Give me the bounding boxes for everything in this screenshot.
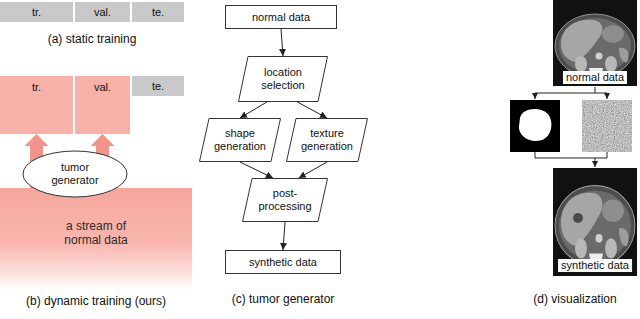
text-wrap: val. (75, 76, 130, 134)
panel-caption: (a) static training (48, 33, 137, 47)
text-wrap: tr. (0, 76, 73, 134)
visualization-wires (535, 87, 607, 167)
node-text: val. (78, 6, 127, 19)
connector (281, 29, 283, 56)
text-wrap: a stream of normal data (0, 188, 192, 290)
split-bar: val. (75, 76, 130, 134)
io-parallelogram: post-processing (242, 178, 328, 222)
connector (240, 102, 267, 118)
data-stream-band: a stream of normal data (0, 188, 192, 290)
text-wrap: texture generation (286, 118, 368, 162)
io-parallelogram: texture generation (286, 118, 368, 162)
node-text: tr. (3, 6, 70, 19)
panel-caption: (b) dynamic training (ours) (26, 295, 166, 309)
arrow-head (25, 134, 49, 146)
node-text: val. (78, 81, 127, 94)
texture-noise (582, 100, 632, 152)
ct-scan-synthetic (553, 168, 637, 276)
parallelogram-shape (239, 57, 328, 102)
image-label: synthetic data (558, 259, 632, 272)
parallelogram-shape (243, 179, 328, 222)
split-segment: te. (132, 76, 184, 96)
split-segment: tr. (0, 2, 73, 22)
text-wrap: synthetic data (226, 251, 340, 273)
text-wrap: post-processing (242, 178, 328, 222)
flow-arrow (297, 102, 327, 118)
arrow-head (91, 134, 115, 146)
node-text: a stream of normal data (56, 220, 136, 248)
parallelogram-shape (200, 119, 281, 162)
node-text: texture generation (300, 127, 354, 152)
flow-arrow (240, 102, 267, 118)
text-wrap: tr. (0, 2, 73, 22)
process-box: synthetic data (225, 250, 341, 274)
connector (240, 162, 273, 178)
flow-arrow (283, 222, 285, 250)
split-segment: val. (75, 2, 130, 22)
text-wrap: shape generation (199, 118, 281, 162)
node-text: shape generation (213, 127, 267, 152)
node-text: location selection (252, 66, 314, 91)
tumor-shape (519, 109, 551, 141)
node-text: te. (135, 6, 181, 19)
shape-mask (510, 100, 560, 152)
node-text: synthetic data (232, 256, 334, 269)
node-text: tr. (3, 81, 70, 94)
text-wrap: location selection (238, 56, 328, 102)
image-label: normal data (563, 71, 627, 84)
text-wrap: val. (75, 2, 130, 22)
connector (297, 102, 327, 118)
flow-arrow (240, 162, 273, 178)
process-box: normal data (225, 5, 337, 29)
text-wrap: te. (132, 2, 184, 22)
text-wrap: normal data (226, 6, 336, 28)
ellipse-shape (23, 151, 127, 197)
ct-scan-normal (553, 0, 637, 86)
io-parallelogram: location selection (238, 56, 328, 102)
flow-arrow (281, 29, 283, 56)
node-text: normal data (232, 11, 330, 24)
node-text: tumor generator (44, 161, 106, 186)
text-wrap: tumor generator (22, 150, 128, 198)
io-parallelogram: shape generation (199, 118, 281, 162)
node-text: te. (135, 80, 181, 93)
connector (299, 162, 327, 178)
split-bar: tr. (0, 76, 73, 134)
panel-caption: (c) tumor generator (232, 293, 335, 307)
text-wrap: te. (132, 76, 184, 96)
panel-caption: (d) visualization (533, 293, 616, 307)
split-segment: te. (132, 2, 184, 22)
generator-ellipse: tumor generator (22, 150, 128, 198)
connector (283, 222, 285, 250)
node-text: post-processing (256, 187, 314, 212)
synthetic-tumor (573, 213, 583, 223)
flow-arrow (299, 162, 327, 178)
parallelogram-shape (287, 119, 368, 162)
